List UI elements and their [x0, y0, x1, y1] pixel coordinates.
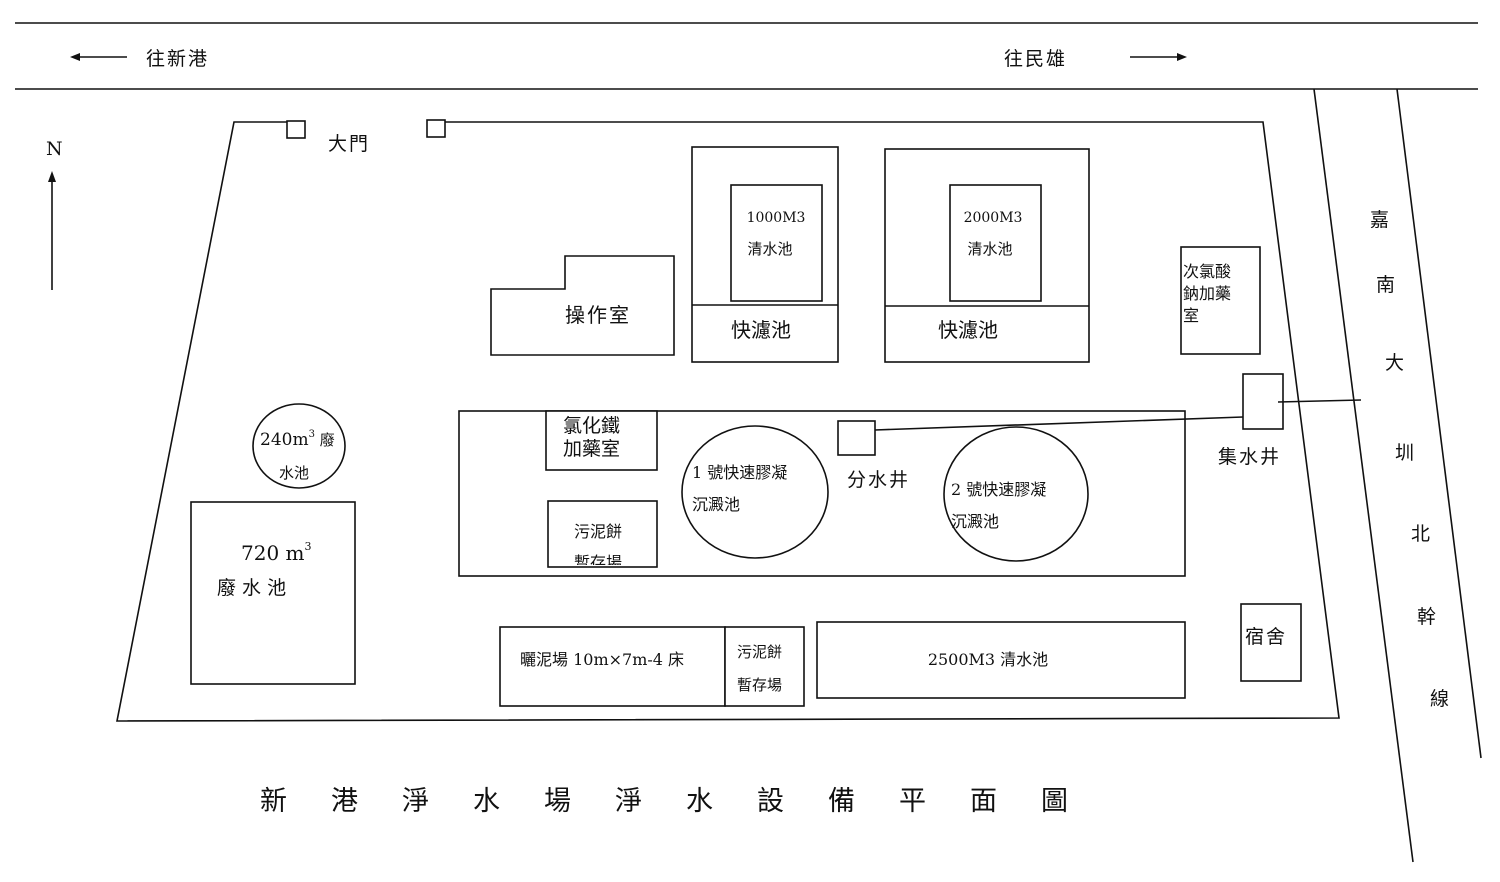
road-label-minxiong: 往民雄: [1004, 48, 1067, 70]
waste-pool-240: [252, 403, 346, 489]
svg-text:污泥餅: 污泥餅: [737, 643, 782, 661]
cake-storage-inner-label: 污泥餅: [574, 522, 622, 541]
clear-pool-2000-label: 清水池: [967, 240, 1012, 258]
intake-well-label: 集水井: [1218, 446, 1281, 468]
svg-text:幹: 幹: [1417, 606, 1436, 628]
svg-text:720 m3: 720 m3: [241, 540, 312, 565]
intake-well: [1242, 373, 1284, 430]
svg-text:圳: 圳: [1395, 442, 1414, 464]
naocl-dosing-room-label: 次氯酸 鈉加藥 室: [1183, 262, 1231, 325]
svg-text:2 號快速膠凝: 2 號快速膠凝: [951, 480, 1046, 499]
clear-pool-1000-capacity: 1000M3: [747, 210, 806, 226]
gate-post-west: [286, 120, 306, 139]
rapid-filter-1-label: 快濾池: [731, 318, 791, 342]
clear-pool-2500: [816, 621, 1186, 699]
ferric-chloride-room: [545, 410, 658, 471]
division-pipe: [874, 416, 1244, 431]
sludge-drying-bed-label: 曬泥場 10m×7m-4 床: [520, 650, 684, 669]
svg-text:沉澱池: 沉澱池: [692, 495, 740, 514]
arrow-right-icon: [1130, 53, 1187, 61]
svg-text:沉澱池: 沉澱池: [951, 512, 999, 531]
clarifier-1-label: 1 號快速膠凝 沉澱池: [692, 463, 787, 514]
control-room-label: 操作室: [565, 303, 631, 327]
division-well-label: 分水井: [847, 469, 910, 491]
clear-pool-2500-label: 2500M3 清水池: [928, 650, 1048, 669]
clear-pool-1000-label: 清水池: [747, 240, 792, 258]
waste-pool-720-label: 720 m3 廢 水 池: [217, 540, 312, 599]
waste-pool-240-label: 240m3 廢 水池: [260, 429, 335, 482]
gate-post-east: [426, 119, 446, 138]
canal-east-bank: [1396, 88, 1482, 759]
svg-text:加藥室: 加藥室: [563, 438, 620, 460]
svg-text:暫存場: 暫存場: [737, 676, 782, 694]
north-arrow-icon: [48, 171, 56, 290]
ferric-chloride-room-label: 氯化鐵 加藥室: [563, 415, 620, 460]
svg-text:大: 大: [1385, 352, 1404, 374]
clarifier-2-label: 2 號快速膠凝 沉澱池: [951, 480, 1046, 531]
clear-pool-2000: [949, 184, 1042, 302]
canal-west-bank: [1313, 88, 1414, 863]
svg-text:水池: 水池: [279, 464, 309, 482]
arrow-left-icon: [70, 53, 127, 61]
sludge-cake-storage: [724, 626, 805, 707]
sludge-cake-storage-label: 污泥餅 暫存場: [737, 643, 782, 694]
svg-text:廢 水 池: 廢 水 池: [217, 577, 286, 599]
waste-pool-720: [190, 501, 356, 685]
intake-pipe: [1277, 399, 1362, 403]
cake-storage-inner-label-cut: 暫存場: [574, 553, 622, 572]
gate-label: 大門: [328, 133, 370, 155]
cake-storage-inner: [547, 500, 658, 568]
svg-text:鈉加藥: 鈉加藥: [1183, 284, 1231, 303]
filter-block-1: 1000M3 清水池 快濾池: [691, 146, 839, 363]
clarifier-2: [943, 426, 1089, 562]
svg-text:南: 南: [1376, 274, 1395, 296]
svg-text:240m3 廢: 240m3 廢: [260, 429, 335, 450]
svg-text:氯化鐵: 氯化鐵: [563, 415, 620, 437]
svg-text:次氯酸: 次氯酸: [1183, 262, 1231, 281]
filter-block-2: 2000M3 清水池 快濾池: [884, 148, 1090, 363]
dormitory: [1240, 603, 1302, 682]
diagram-title: 新港淨水場淨水設備平面圖: [260, 786, 1112, 817]
north-label: N: [46, 138, 63, 160]
clear-pool-1000: [730, 184, 823, 302]
site-boundary: [116, 121, 1340, 722]
svg-text:1 號快速膠凝: 1 號快速膠凝: [692, 463, 787, 482]
control-room: [490, 255, 675, 356]
clear-pool-2000-capacity: 2000M3: [964, 210, 1023, 226]
svg-text:線: 線: [1430, 688, 1449, 710]
rapid-filter-2-label: 快濾池: [938, 318, 998, 342]
svg-text:北: 北: [1411, 523, 1430, 545]
dormitory-label: 宿舍: [1245, 626, 1287, 648]
svg-text:嘉: 嘉: [1370, 209, 1389, 231]
division-well: [837, 420, 876, 456]
canal-label: 嘉 南 大 圳 北 幹 線: [1370, 209, 1449, 710]
clarifier-1: [681, 425, 829, 559]
road-label-xingang: 往新港: [146, 48, 209, 70]
naocl-dosing-room: [1180, 246, 1261, 355]
svg-text:室: 室: [1183, 306, 1199, 325]
